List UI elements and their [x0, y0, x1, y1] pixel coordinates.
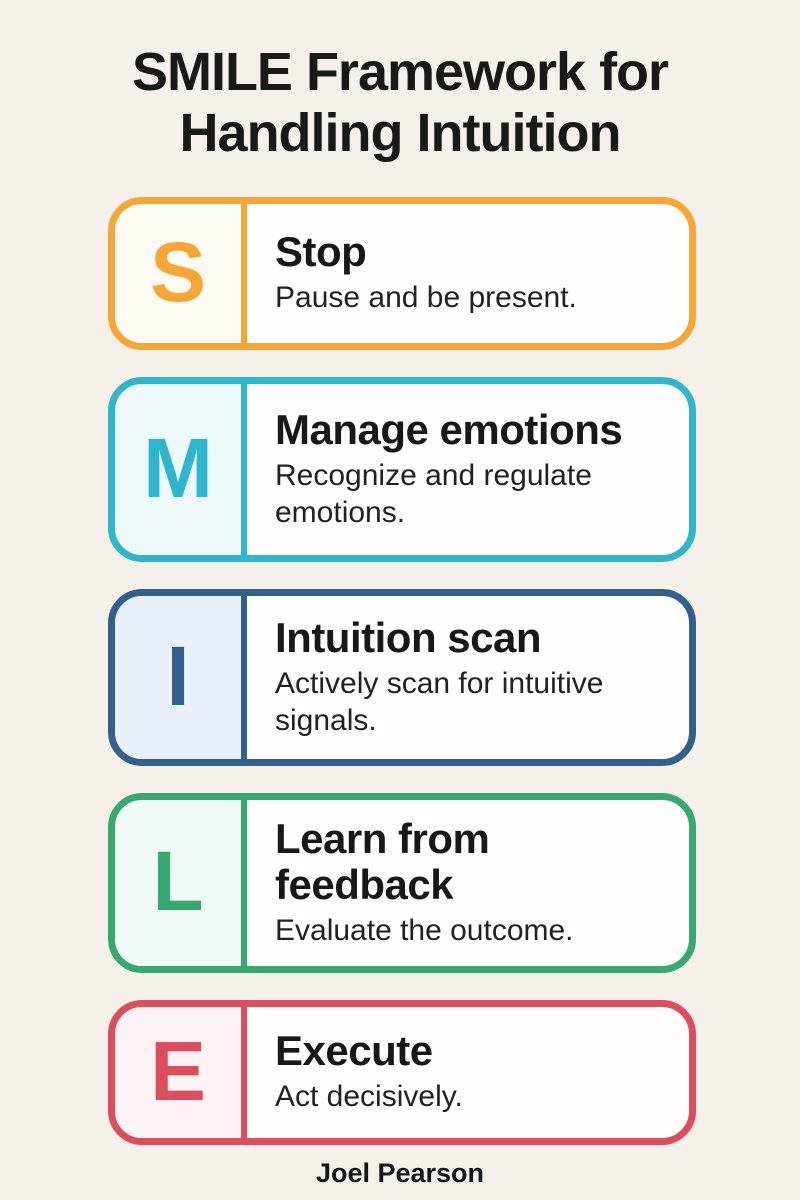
card-title-learn-from-feedback: Learn from feedback	[275, 814, 490, 908]
card-description-manage-emotions: Recognize and regulate emotions.	[275, 458, 592, 529]
card-content: Execute Act decisively.	[247, 1007, 689, 1138]
letter-badge-i: I	[115, 596, 247, 759]
letter-e: E	[149, 1023, 207, 1118]
card-intuition-scan: I Intuition scan Actively scan for intui…	[108, 589, 696, 766]
letter-i: I	[166, 628, 190, 723]
card-title-execute: Execute	[275, 1027, 433, 1074]
card-title-intuition-scan: Intuition scan	[275, 613, 542, 661]
card-learn-from-feedback: L Learn from feedback Evaluate the outco…	[108, 793, 696, 973]
page-title-line-2: Handling Intuition	[179, 103, 622, 163]
card-manage-emotions: M Manage emotions Recognize and regulate…	[108, 377, 696, 562]
card-description-execute: Act decisively.	[275, 1080, 463, 1113]
card-execute: E Execute Act decisively.	[108, 1000, 696, 1145]
letter-l: L	[152, 834, 204, 928]
letter-badge-l: L	[115, 800, 247, 966]
letter-badge-s: S	[115, 204, 247, 343]
card-description-stop: Pause and be present.	[275, 281, 577, 314]
card-description-intuition-scan: Actively scan for intuitive signals.	[275, 666, 604, 737]
letter-badge-e: E	[115, 1007, 247, 1138]
card-title-manage-emotions: Manage emotions	[275, 405, 623, 453]
card-description-learn-from-feedback: Evaluate the outcome.	[275, 913, 574, 947]
letter-m: M	[143, 420, 213, 515]
letter-badge-m: M	[115, 384, 247, 555]
card-content: Manage emotions Recognize and regulate e…	[247, 384, 689, 555]
page-title-line-1: SMILE Framework for	[131, 42, 669, 102]
page-title: SMILE Framework for Handling Intuition	[0, 0, 800, 164]
card-content: Stop Pause and be present.	[247, 204, 689, 343]
card-title-stop: Stop	[275, 228, 367, 275]
card-content: Intuition scan Actively scan for intuiti…	[247, 596, 689, 759]
framework-cards: S Stop Pause and be present. M Manage em…	[108, 197, 696, 1145]
letter-s: S	[149, 224, 207, 319]
card-stop: S Stop Pause and be present.	[108, 197, 696, 350]
author-credit: Joel Pearson	[315, 1158, 485, 1188]
card-content: Learn from feedback Evaluate the outcome…	[247, 800, 689, 966]
